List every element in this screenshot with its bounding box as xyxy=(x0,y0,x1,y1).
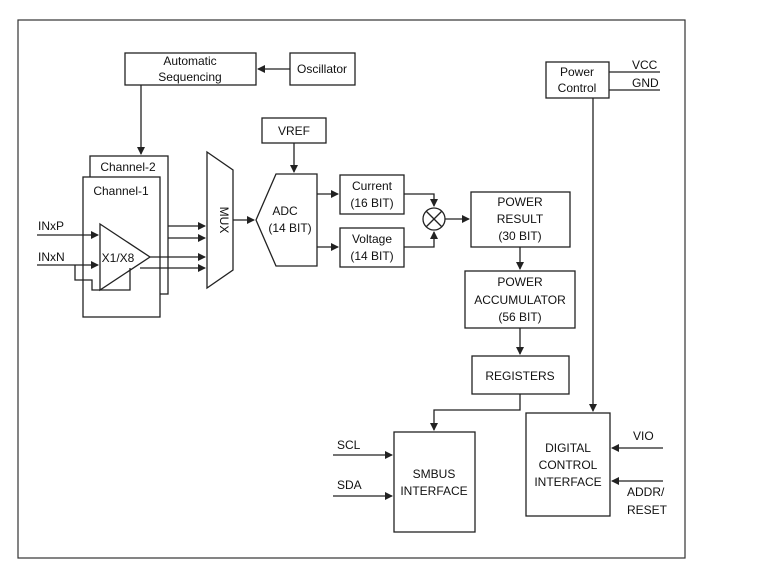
current-label-2: (16 BIT) xyxy=(350,196,393,210)
signal-inxn: INxN xyxy=(38,250,65,264)
registers-label: REGISTERS xyxy=(485,369,554,383)
registers-block: REGISTERS xyxy=(471,355,570,395)
signal-addr: ADDR/ xyxy=(627,485,665,499)
digital-control-label-1: DIGITAL xyxy=(545,441,591,455)
digital-control-interface-block: DIGITAL CONTROL INTERFACE xyxy=(525,412,611,517)
signal-gnd: GND xyxy=(632,76,659,90)
mux-block: MUX xyxy=(206,150,234,290)
power-control-label-1: Power xyxy=(560,65,594,79)
automatic-sequencing-block: Automatic Sequencing xyxy=(124,52,257,86)
smbus-label-2: INTERFACE xyxy=(400,484,467,498)
power-result-label-2: RESULT xyxy=(497,212,544,226)
signal-scl: SCL xyxy=(337,438,361,452)
vref-label: VREF xyxy=(278,124,310,138)
diagram-frame xyxy=(17,19,686,559)
smbus-label-1: SMBUS xyxy=(413,467,456,481)
smbus-interface-block: SMBUS INTERFACE xyxy=(393,431,476,533)
amplifier-label: X1/X8 xyxy=(102,251,135,265)
multiplier-symbol xyxy=(422,207,446,231)
adc-block: ADC (14 BIT) xyxy=(255,173,318,267)
voltage-label-2: (14 BIT) xyxy=(350,249,393,263)
wire-current-to-mult xyxy=(404,193,438,207)
voltage-label-1: Voltage xyxy=(352,232,392,246)
power-accumulator-block: POWER ACCUMULATOR (56 BIT) xyxy=(464,270,576,329)
power-control-label-2: Control xyxy=(558,81,597,95)
power-result-label-3: (30 BIT) xyxy=(498,229,541,243)
adc-label-1: ADC xyxy=(272,204,298,218)
amplifier-triangle: X1/X8 xyxy=(99,222,152,292)
power-accumulator-label-2: ACCUMULATOR xyxy=(474,293,566,307)
channel-2-label: Channel-2 xyxy=(100,160,156,174)
power-accumulator-label-3: (56 BIT) xyxy=(498,310,541,324)
mux-label: MUX xyxy=(217,207,231,234)
power-control-block: Power Control xyxy=(545,61,610,99)
signal-vcc: VCC xyxy=(632,58,658,72)
signal-sda: SDA xyxy=(337,478,362,492)
channel-1-label: Channel-1 xyxy=(93,184,149,198)
signal-inxp: INxP xyxy=(38,219,64,233)
oscillator-label: Oscillator xyxy=(297,62,347,76)
voltage-block: Voltage (14 BIT) xyxy=(339,227,405,268)
power-result-block: POWER RESULT (30 BIT) xyxy=(470,191,571,248)
wire-registers-to-smbus xyxy=(430,394,521,431)
current-label-1: Current xyxy=(352,179,393,193)
vref-block: VREF xyxy=(261,117,327,144)
current-block: Current (16 BIT) xyxy=(339,174,405,215)
wire-voltage-to-mult xyxy=(404,231,438,248)
wire-inxn-loop xyxy=(74,265,131,291)
power-accumulator-label-1: POWER xyxy=(497,275,543,289)
digital-control-label-3: INTERFACE xyxy=(534,475,601,489)
signal-reset: RESET xyxy=(627,503,668,517)
automatic-sequencing-label-2: Sequencing xyxy=(158,70,221,84)
power-result-label-1: POWER xyxy=(497,195,543,209)
automatic-sequencing-label-1: Automatic xyxy=(163,54,216,68)
signal-vio: VIO xyxy=(633,429,654,443)
digital-control-label-2: CONTROL xyxy=(539,458,598,472)
oscillator-block: Oscillator xyxy=(289,52,356,86)
adc-label-2: (14 BIT) xyxy=(268,221,311,235)
